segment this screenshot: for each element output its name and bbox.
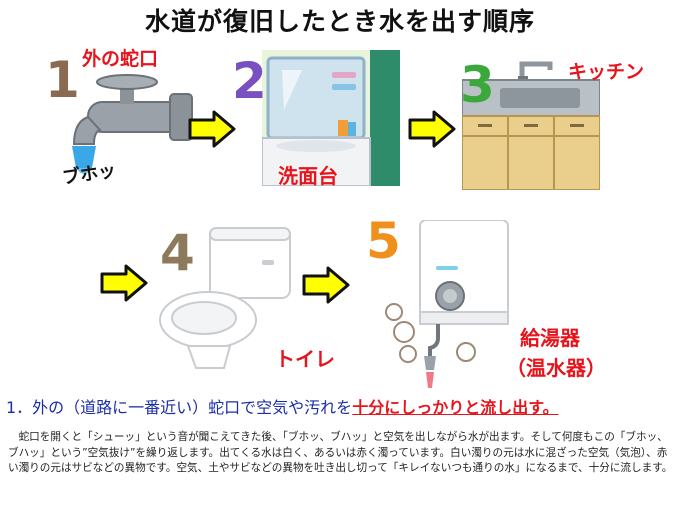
arrow-right-icon (302, 266, 350, 304)
page-title: 水道が復旧したとき水を出す順序 (144, 7, 535, 36)
water-heater-icon (385, 220, 509, 388)
step-number-4: 4 (160, 224, 195, 282)
step-number-1: 1 (45, 51, 80, 109)
step-number-5: 5 (366, 212, 401, 270)
step-label-1: 外の蛇口 (82, 48, 159, 70)
arrow-right-icon (100, 264, 148, 302)
body-paragraph: 蛇口を開くと「シューッ」という音が聞こえてきた後、「ブホッ、ブハッ」と空気を出し… (8, 431, 673, 474)
toilet-icon (159, 227, 291, 369)
step-heading-emphasis: 十分にしっかりと流し出す。 (352, 398, 559, 417)
step-label-3: キッチン (568, 61, 645, 83)
step-label-2: 洗面台 (278, 164, 338, 188)
arrow-right-icon (188, 110, 236, 148)
step-label-4: トイレ (275, 347, 335, 371)
step-sublabel-5: （温水器） (506, 356, 606, 380)
step-heading: 1．外の（道路に一番近い）蛇口で空気や汚れを十分にしっかりと流し出す。 (6, 394, 559, 418)
arrow-right-icon (408, 110, 456, 148)
step-number-3: 3 (460, 56, 495, 114)
wash-basin-icon (262, 50, 400, 186)
step-number-2: 2 (232, 52, 267, 110)
step-heading-prefix: 1．外の（道路に一番近い）蛇口で空気や汚れを (6, 398, 353, 417)
faucet-icon (72, 74, 193, 174)
step-label-5: 給湯器 (520, 326, 580, 350)
kitchen-sink-icon (462, 61, 600, 190)
